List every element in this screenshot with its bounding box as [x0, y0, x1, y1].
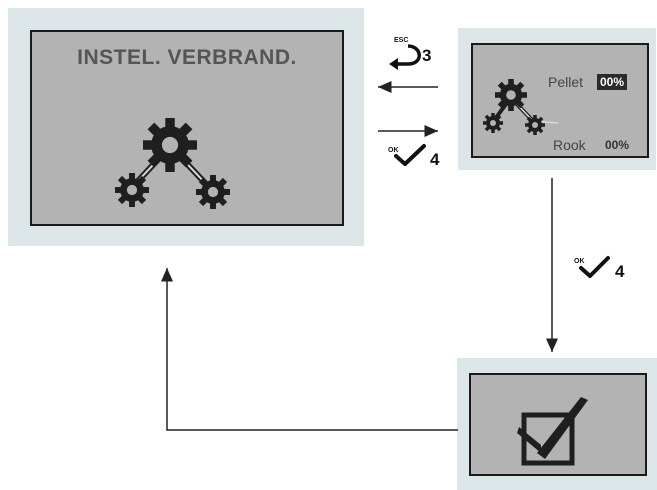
rook-label: Rook [553, 137, 586, 153]
esc-key-number: 3 [422, 46, 431, 65]
pellet-value[interactable]: 00% [597, 74, 628, 90]
rook-value[interactable]: 00% [605, 138, 630, 152]
checkbox-checked-icon [517, 397, 588, 466]
pellet-label: Pellet [548, 74, 584, 90]
escape-return-icon: ESC [389, 37, 421, 70]
settings-screen-panel: Pellet 00% Rook 00% [458, 28, 656, 170]
ok-key-number: 4 [430, 150, 440, 169]
svg-text:ESC: ESC [394, 37, 408, 44]
confirm-screen-panel [457, 358, 657, 490]
gears-icon [483, 79, 559, 135]
return-connector [161, 268, 458, 431]
ok-key-number: 4 [615, 262, 625, 281]
gears-icon [115, 118, 230, 209]
svg-text:OK: OK [574, 258, 585, 265]
confirm-display [469, 373, 647, 476]
main-screen-title: INSTEL. VERBRAND. [77, 46, 297, 69]
main-screen-panel: INSTEL. VERBRAND. [8, 8, 364, 246]
ok-checkmark-icon: OK [388, 144, 426, 166]
settings-display: Pellet 00% Rook 00% [471, 43, 649, 158]
svg-text:OK: OK [388, 147, 399, 154]
ok-checkmark-icon: OK [574, 256, 610, 278]
main-display: INSTEL. VERBRAND. [30, 30, 344, 226]
